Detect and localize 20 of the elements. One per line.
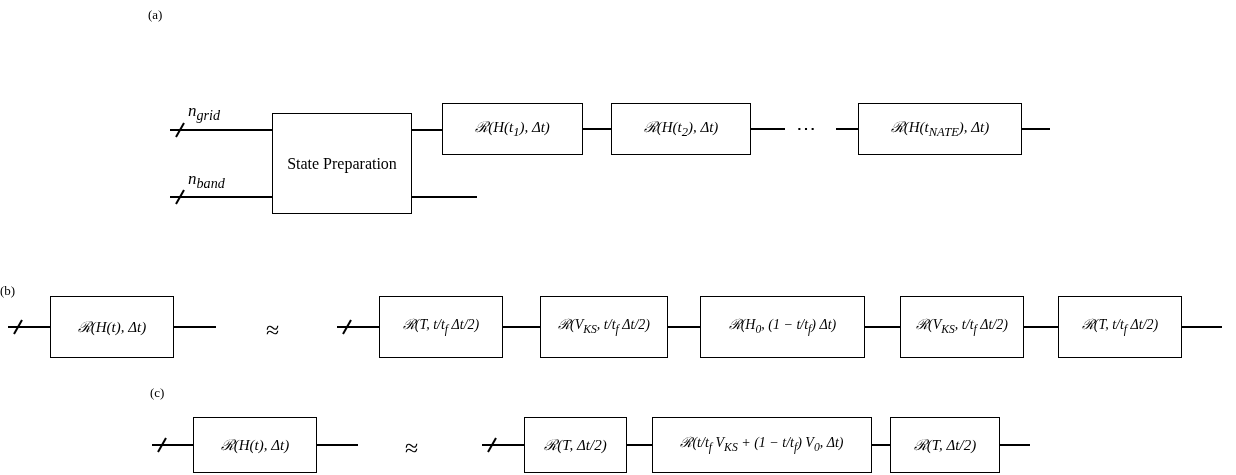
gate-box: ℛ(T, t/t$_{f}$ Δt/2) — [379, 296, 503, 358]
gate-box: ℛ(T, t/t$_{f}$ Δt/2) — [1058, 296, 1182, 358]
gate-box: ℛ(T, Δt/2) — [524, 417, 627, 473]
panel-label: (c) — [150, 386, 165, 399]
ellipsis: ⋯ — [796, 118, 816, 138]
approx-sign: ≈ — [405, 436, 419, 460]
gate-box: ℛ(H(t), Δt) — [193, 417, 317, 473]
gate-box: ℛ(H(t), Δt) — [50, 296, 174, 358]
gate-box: ℛ(H(t$_{1}$), Δt) — [442, 103, 583, 155]
gate-box: ℛ(V$_{KS}$, t/t$_{f}$ Δt/2) — [540, 296, 668, 358]
panel-label: (a) — [148, 8, 163, 21]
gate-box: ℛ(T, Δt/2) — [890, 417, 1000, 473]
gate-box: ℛ(t/t$_{f}$ V$_{KS}$ + (1 − t/t$_{f}$) V$_{0}$, Δt) — [652, 417, 872, 473]
approx-sign: ≈ — [266, 318, 280, 342]
panel-label: (b) — [0, 284, 16, 297]
gate-box: ℛ(H(t$_{2}$), Δt) — [611, 103, 751, 155]
gate-box: ℛ(H$_{0}$, (1 − t/t$_{f}$) Δt) — [700, 296, 865, 358]
gate-box: ℛ(V$_{KS}$, t/t$_{f}$ Δt/2) — [900, 296, 1024, 358]
gate-box: ℛ(H(t$_{NATE}$), Δt) — [858, 103, 1022, 155]
gate-box: State Preparation — [272, 113, 412, 214]
